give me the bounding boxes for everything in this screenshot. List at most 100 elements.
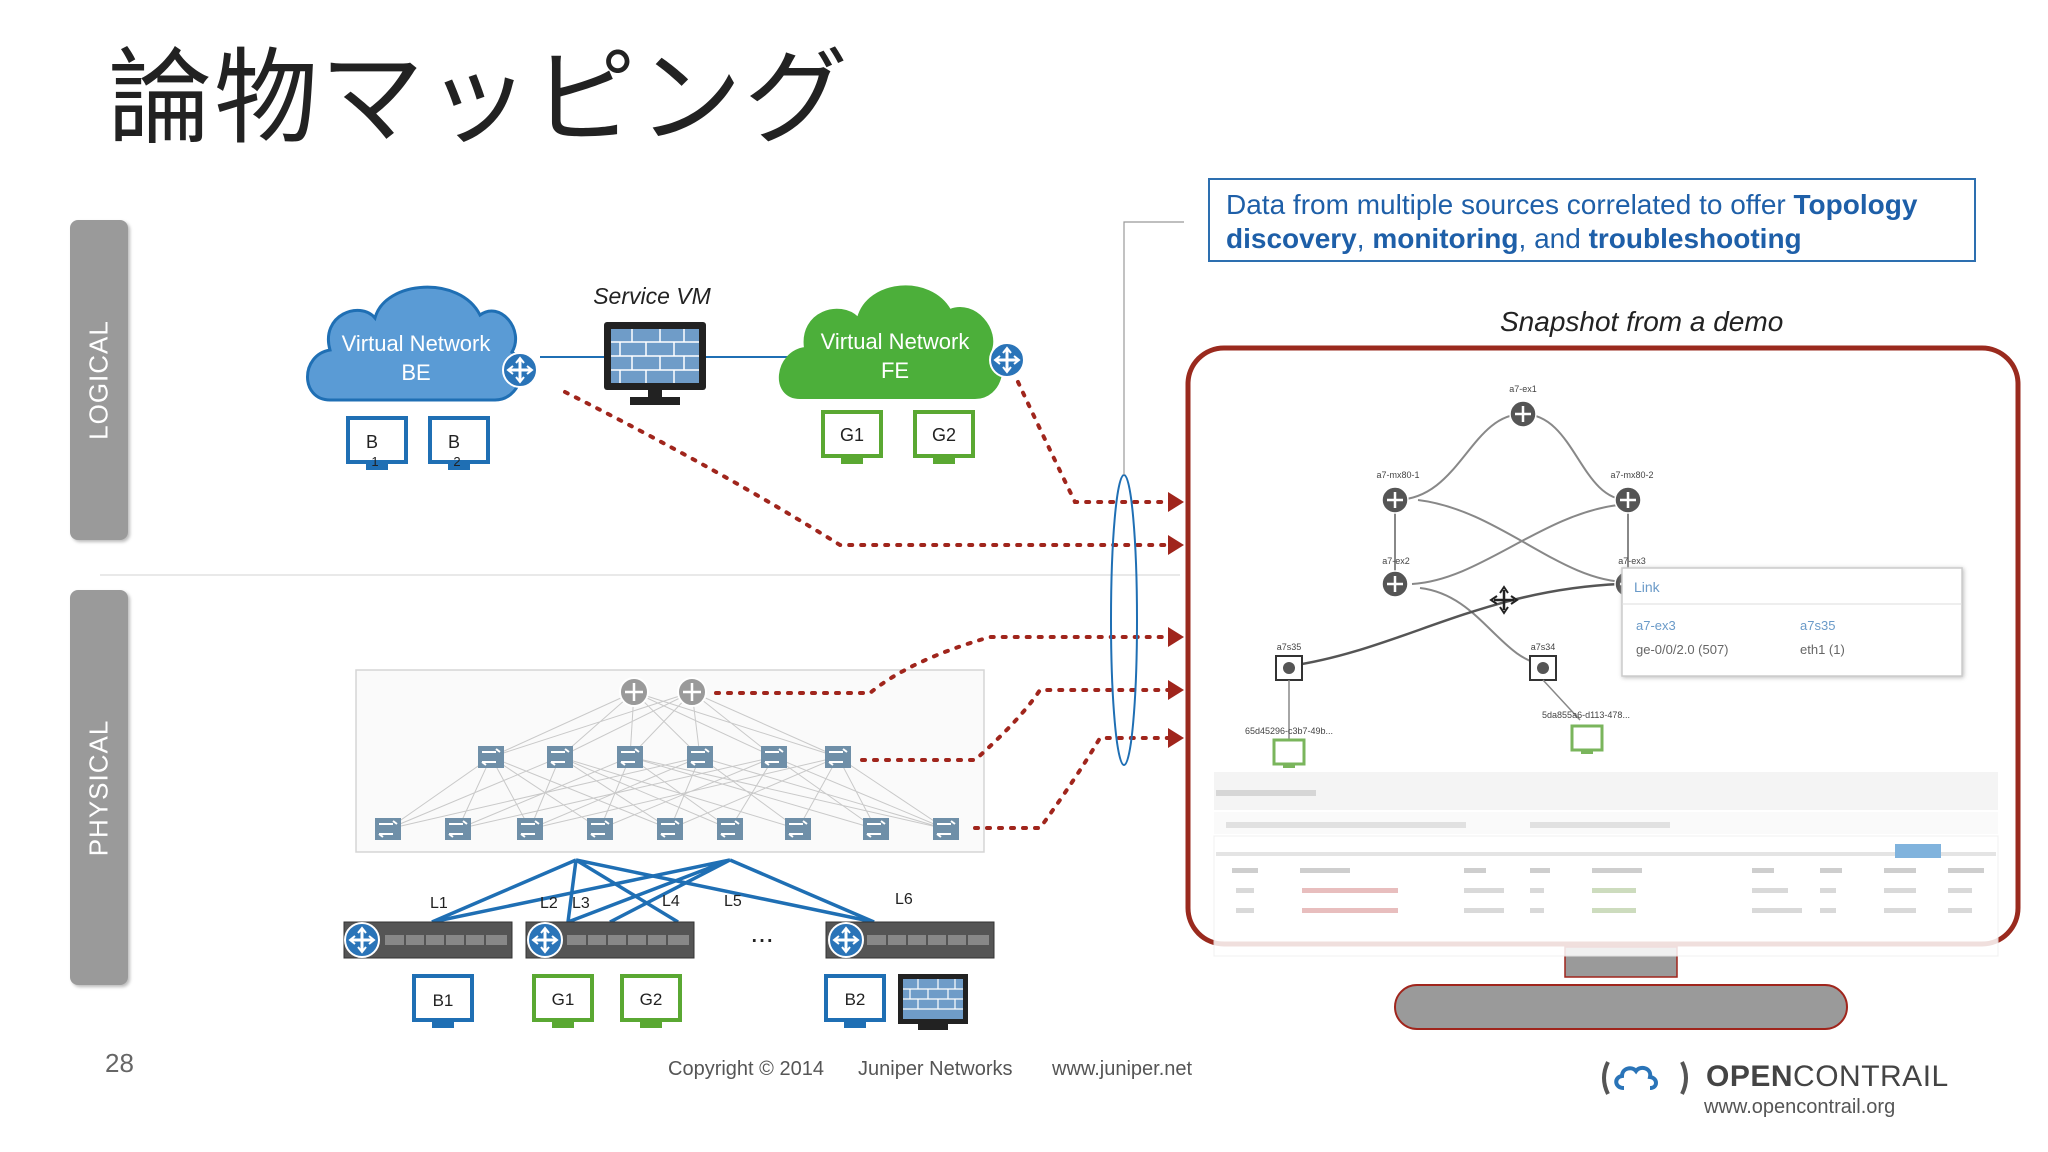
demo-label-vm1: 65d45296-c3b7-49b... [1245,726,1333,736]
logical-label: LOGICAL [70,220,128,540]
demo-vm2-icon [1570,724,1604,754]
server-router-icon [827,921,865,959]
demo-label-mx1: a7-mx80-1 [1376,470,1419,480]
callout-connector [1123,221,1184,475]
switch-icon [444,817,472,841]
spine-router-icon [618,676,650,708]
link-l2: L2 [540,895,558,912]
host-g1-monitor-icon: G1 [532,974,594,1028]
server-router-icon [343,921,381,959]
switch-icon [586,817,614,841]
physical-label: PHYSICAL [70,590,128,985]
vm-g2-label: G2 [932,425,956,445]
link-l3: L3 [572,895,590,912]
demo-flow-table [1213,772,1999,957]
router-icon [501,351,539,389]
popup-right-name: a7s35 [1800,618,1835,633]
vn-fe-line1: Virtual Network [821,329,971,354]
switch-icon [862,817,890,841]
link-l1: L1 [430,895,448,912]
opencontrail-logo-icon [1602,1061,1688,1095]
host-b2-monitor-icon: B2 [824,974,886,1028]
demo-node-mx2-icon [1613,485,1643,515]
switch-icon [516,817,544,841]
demo-label-vm2: 5da855a6-d113-478... [1542,710,1630,720]
switch-icon [760,745,788,769]
demo-label-ex3: a7-ex3 [1618,556,1646,566]
fabric-box [355,669,985,853]
footer-url[interactable]: www.juniper.net [1052,1058,1193,1080]
host-b1-label: B1 [433,991,454,1010]
demo-node-s34-icon [1529,655,1557,681]
demo-label-ex1: a7-ex1 [1509,384,1537,394]
fabric-mesh [387,691,947,830]
service-vm-label: Service VM [593,283,711,309]
switch-icon [616,745,644,769]
snapshot-caption: Snapshot from a demo [1500,306,1784,337]
host-g1-label: G1 [552,990,575,1009]
demo-node-s35-icon [1275,655,1303,681]
vm-b2-monitor-icon: B 2 [428,416,490,470]
link-popup: Link a7-ex3 ge-0/0/2.0 (507) a7s35 eth1 … [1621,567,1963,677]
host-g2-monitor-icon: G2 [620,974,682,1028]
demo-label-s34: a7s34 [1531,642,1556,652]
popup-title: Link [1634,579,1661,595]
vn-fe-line2: FE [881,358,909,383]
vm-g1-label: G1 [840,425,864,445]
physical-links [431,858,875,924]
callout-box: Data from multiple sources correlated to… [1208,178,1976,262]
switch-icon [932,817,960,841]
page-title: 論物マッピング [108,37,851,159]
switch-icon [716,817,744,841]
cloud-fe: Virtual Network FE [778,285,1003,399]
brand-name-bold: OPEN [1706,1060,1794,1093]
popup-left-port: ge-0/0/2.0 (507) [1636,642,1729,657]
demo-label-s35: a7s35 [1277,642,1302,652]
demo-vm1-icon [1272,738,1306,768]
monitor-base [1394,984,1848,1030]
callout-sep1: , [1356,223,1373,254]
switch-icon [784,817,812,841]
demo-node-ex1-icon [1508,399,1538,429]
server-router-icon [526,921,564,959]
switch-icon [477,745,505,769]
popup-right-port: eth1 (1) [1800,642,1845,657]
host-b1-monitor-icon: B1 [412,974,474,1028]
ellipsis: ... [750,917,773,948]
callout-bold-topology: Topology discovery [1226,189,1918,254]
cloud-be: Virtual Network BE [306,285,523,402]
vm-b2-sub: 2 [453,454,460,469]
link-l4: L4 [662,893,680,910]
brand-url[interactable]: www.opencontrail.org [1704,1096,1896,1118]
brand-name-thin: CONTRAIL [1793,1060,1949,1093]
vm-b1-label: B [366,432,378,452]
vm-b2-label: B [448,432,460,452]
switch-icon [686,745,714,769]
mapping-lines [563,380,1172,830]
spine-router-icon [676,676,708,708]
vm-g1-monitor-icon: G1 [821,410,883,464]
link-l5: L5 [724,893,742,910]
host-firewall-icon [898,974,968,1030]
host-b2-label: B2 [845,990,866,1009]
page-number: 28 [105,1048,134,1078]
move-cursor-icon [1489,585,1519,615]
footer-company: Juniper Networks [858,1058,1013,1080]
vm-b1-monitor-icon: B 1 [346,416,408,470]
vn-be-line1: Virtual Network [342,331,492,356]
switch-icon [374,817,402,841]
link-l6: L6 [895,891,913,908]
popup-left-name: a7-ex3 [1636,618,1676,633]
vn-be-line2: BE [401,360,430,385]
callout-sep2: , and [1518,223,1589,254]
demo-node-mx1-icon [1380,485,1410,515]
correlation-ellipse [1110,474,1138,766]
router-icon [988,341,1026,379]
callout-bold-monitoring: monitoring [1372,223,1519,254]
callout-bold-troubleshooting: troubleshooting [1588,223,1802,254]
callout-text: Data from multiple sources correlated to… [1226,189,1794,220]
demo-node-ex2-icon [1380,569,1410,599]
host-g2-label: G2 [640,990,663,1009]
switch-icon [656,817,684,841]
